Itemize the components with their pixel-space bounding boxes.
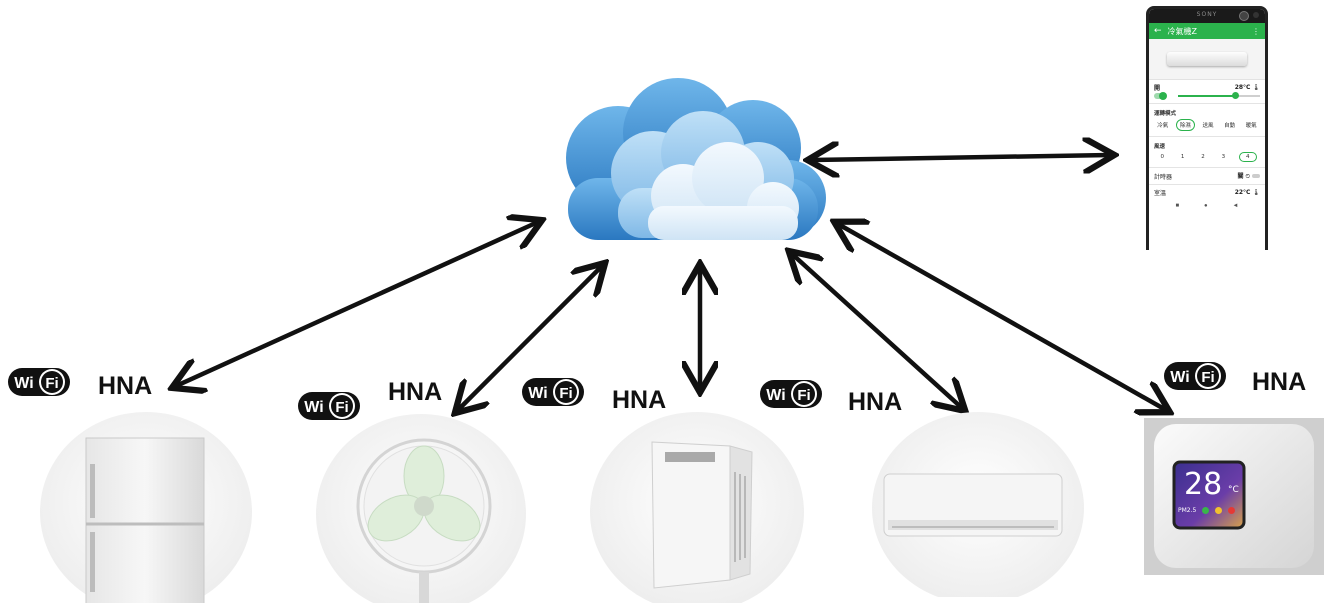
- status-moderate-icon: [1215, 507, 1222, 514]
- arrow-cloud-phone: [812, 155, 1110, 160]
- mode-option[interactable]: 自動: [1224, 123, 1236, 129]
- svg-text:Wi: Wi: [766, 387, 785, 404]
- wifi-logo-icon: Wi Fi: [1164, 362, 1226, 390]
- mode-label: 運轉模式: [1154, 111, 1177, 117]
- protocol-label-airconditioner: HNA: [848, 388, 903, 416]
- power-label: 開: [1154, 85, 1161, 92]
- refrigerator-icon: [40, 412, 252, 603]
- sensor-pm25-label: PM2.5: [1178, 507, 1197, 514]
- sensor-icon: [1253, 12, 1259, 18]
- svg-text:Fi: Fi: [559, 385, 572, 402]
- phone-brand: SONY: [1196, 11, 1218, 18]
- fan-speed-options: 0 1 2 3 4: [1149, 150, 1265, 164]
- temperature-slider-thumb[interactable]: [1232, 92, 1239, 99]
- air-conditioner-image: [1167, 52, 1247, 66]
- svg-text:Fi: Fi: [797, 387, 810, 404]
- svg-text:Fi: Fi: [1201, 369, 1214, 386]
- arrow-cloud-thermostat: [838, 224, 1166, 410]
- status-good-icon: [1202, 507, 1209, 514]
- phone-top-bezel: SONY: [1149, 9, 1265, 23]
- thermometer-icon: 🌡: [1252, 189, 1260, 196]
- back-arrow-icon[interactable]: ←: [1154, 26, 1162, 36]
- timer-value: 關: [1237, 173, 1244, 180]
- fan-speed-option[interactable]: 2: [1201, 154, 1205, 160]
- thermometer-icon: 🌡: [1252, 84, 1260, 91]
- status-bad-icon: [1228, 507, 1235, 514]
- fan-speed-option[interactable]: 0: [1160, 154, 1164, 160]
- protocol-label-thermostat: HNA: [1252, 368, 1307, 396]
- phone-nav-bar: ■ ● ◄: [1149, 197, 1265, 209]
- fan-icon: [316, 414, 526, 603]
- sensor-status-icons: [1202, 507, 1235, 514]
- back-icon[interactable]: ◄: [1232, 203, 1239, 209]
- air-conditioner-preview: [1149, 39, 1265, 80]
- camera-icon: [1239, 11, 1249, 21]
- app-toolbar: ← 冷氣機Z ⋮: [1149, 23, 1265, 39]
- arrow-cloud-fan: [458, 266, 602, 410]
- timer-icon[interactable]: ⏲: [1245, 173, 1251, 180]
- power-toggle-knob[interactable]: [1159, 92, 1167, 100]
- fan-speed-option-selected[interactable]: 4: [1239, 152, 1257, 162]
- wifi-logo-icon: Wi Fi: [8, 368, 70, 396]
- timer-label: 計時器: [1154, 173, 1173, 181]
- fan-speed-label: 風速: [1154, 144, 1166, 150]
- arrow-cloud-refrigerator: [176, 222, 538, 386]
- wifi-logo-icon: Wi Fi: [760, 380, 822, 408]
- mode-option[interactable]: 冷氣: [1157, 123, 1169, 129]
- temperature-slider-fill: [1178, 95, 1236, 97]
- svg-text:Fi: Fi: [335, 399, 348, 416]
- recent-apps-icon[interactable]: ■: [1175, 203, 1180, 209]
- protocol-label-refrigerator: HNA: [98, 372, 153, 400]
- smartphone-app: SONY ← 冷氣機Z ⋮ 開 28°C 🌡 運轉模式 冷氣 除濕 送風 自動 …: [1146, 6, 1268, 250]
- room-temperature-label: 室溫: [1154, 190, 1167, 197]
- svg-text:Fi: Fi: [45, 375, 58, 392]
- room-temperature-value: 22°C: [1234, 189, 1251, 196]
- timer-toggle[interactable]: [1252, 174, 1260, 178]
- protocol-label-purifier: HNA: [612, 386, 667, 414]
- set-temperature: 28°C: [1234, 84, 1251, 91]
- protocol-label-fan: HNA: [388, 378, 443, 406]
- sensor-temperature-reading: 28: [1184, 467, 1223, 502]
- cloud-icon: [566, 78, 826, 240]
- svg-text:Wi: Wi: [528, 385, 547, 402]
- mode-option[interactable]: 送風: [1202, 123, 1214, 129]
- svg-text:Wi: Wi: [304, 399, 323, 416]
- fan-speed-option[interactable]: 1: [1180, 154, 1185, 160]
- home-icon[interactable]: ●: [1204, 203, 1208, 209]
- wifi-logo-icon: Wi Fi: [298, 392, 360, 420]
- wifi-text: Wi: [14, 375, 33, 392]
- mode-option-selected[interactable]: 除濕: [1175, 119, 1195, 131]
- fan-speed-option[interactable]: 3: [1221, 154, 1226, 160]
- air-purifier-icon: [590, 412, 804, 603]
- air-conditioner-icon: [872, 412, 1084, 597]
- more-menu-icon[interactable]: ⋮: [1252, 26, 1260, 36]
- smart-sensor-icon: [1144, 418, 1324, 575]
- temperature-slider[interactable]: [1154, 92, 1260, 100]
- svg-text:Wi: Wi: [1170, 369, 1189, 386]
- mode-option[interactable]: 暖氣: [1245, 123, 1257, 129]
- wifi-logo-icon: Wi Fi: [522, 378, 584, 406]
- mode-options: 冷氣 除濕 送風 自動 暖氣: [1149, 117, 1265, 133]
- sensor-temperature-unit: °C: [1228, 485, 1239, 495]
- app-title: 冷氣機Z: [1167, 26, 1198, 36]
